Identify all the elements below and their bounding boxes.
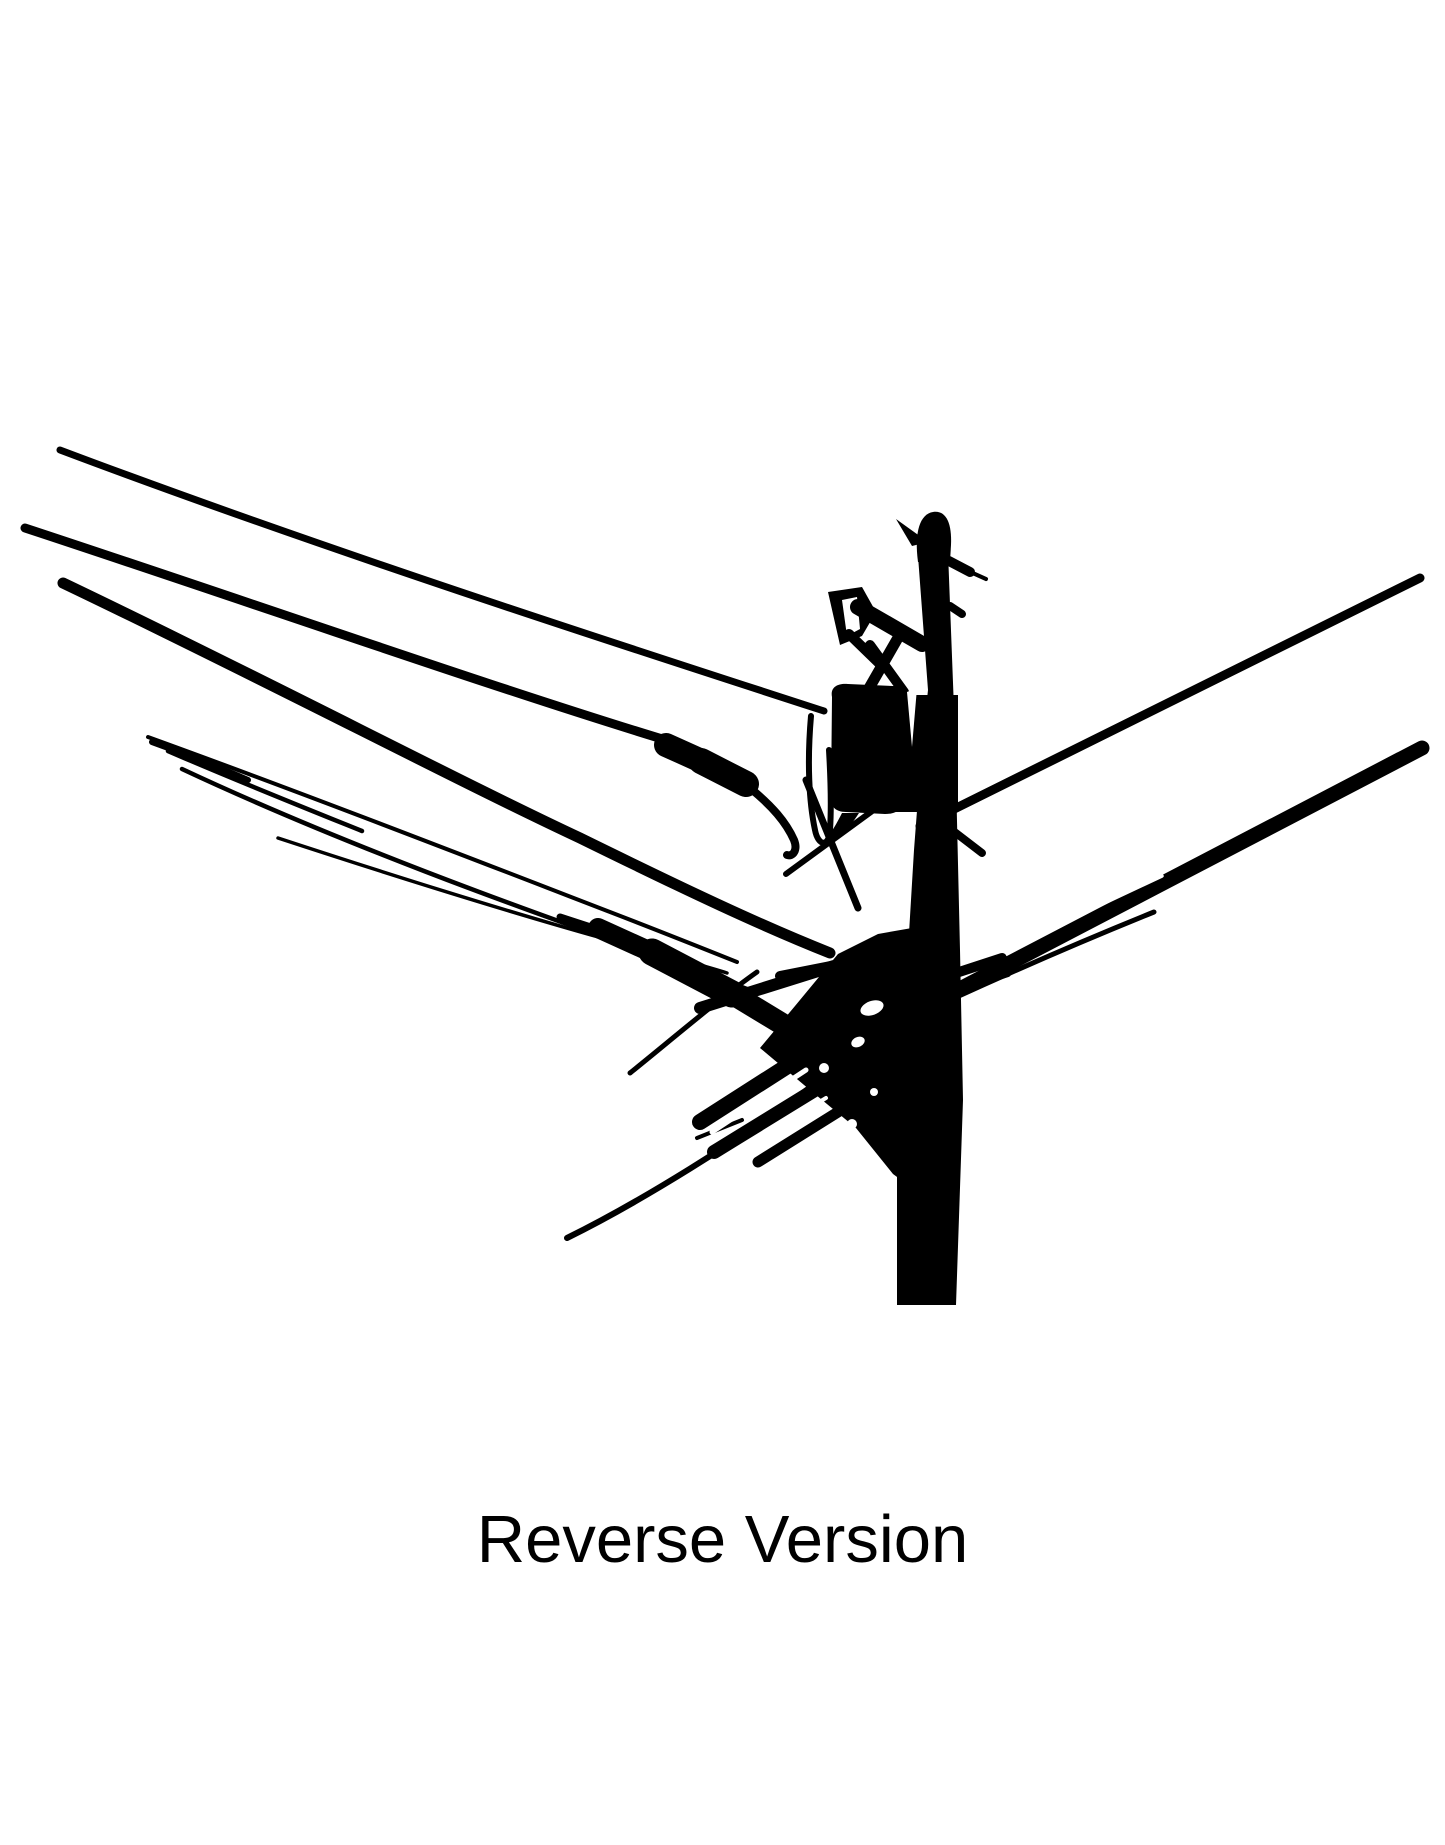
wire-downleft-short [627,969,760,1076]
wire-right-lower-slit [1096,874,1164,908]
bracket-arm [850,599,930,652]
cluster-hole-3 [819,1063,829,1073]
wire-right-upper [915,573,1425,831]
scribble-2 [165,748,365,834]
cluster-hole-1 [860,1000,884,1016]
caption-text: Reverse Version [476,1502,969,1577]
wire-after-insulator [746,784,800,860]
drip-loop [805,713,834,846]
pole-top-horn [896,519,928,546]
wire-thick-left [57,577,836,959]
cluster-hole-4 [870,1088,878,1096]
pole-top-stub-tip [964,568,988,581]
wire-mid-left [20,523,677,747]
cluster-prong-slit-1 [709,1067,809,1135]
cluster-right-stub-1 [948,953,1007,979]
cluster-prong-3 [752,1106,844,1168]
wires-upper-left [20,446,836,959]
scribble-5 [149,739,251,783]
pole-side-bump [946,602,966,618]
brace-right [865,640,909,697]
cluster-prong-slit-2 [730,1096,828,1156]
pole-mid-stub [948,826,986,857]
transformer-body [830,683,906,814]
pole-top-knob [916,511,952,562]
cluster-hole-5 [847,1119,857,1129]
cluster-prong-2 [707,1081,825,1159]
wire-right-lower-thin [947,909,1157,1003]
wire-right-lower [927,740,1430,1010]
wire-top-left [56,446,828,715]
transformer-pole-sliver [907,688,917,747]
crossarm-bracket [828,587,930,697]
scribble-1 [146,735,739,964]
cluster-right-stub-2 [950,971,1011,995]
splice-insulator-2 [688,748,759,797]
pole-trunk [897,552,963,1305]
transformer [805,683,958,850]
gap-crossing-wire-2 [802,776,862,912]
cluster-prong-1 [692,1050,808,1130]
wires-right [915,573,1430,1010]
cluster-mass [760,928,912,1188]
cluster-hole-2 [851,1036,865,1048]
wire-cluster [556,913,1011,1188]
